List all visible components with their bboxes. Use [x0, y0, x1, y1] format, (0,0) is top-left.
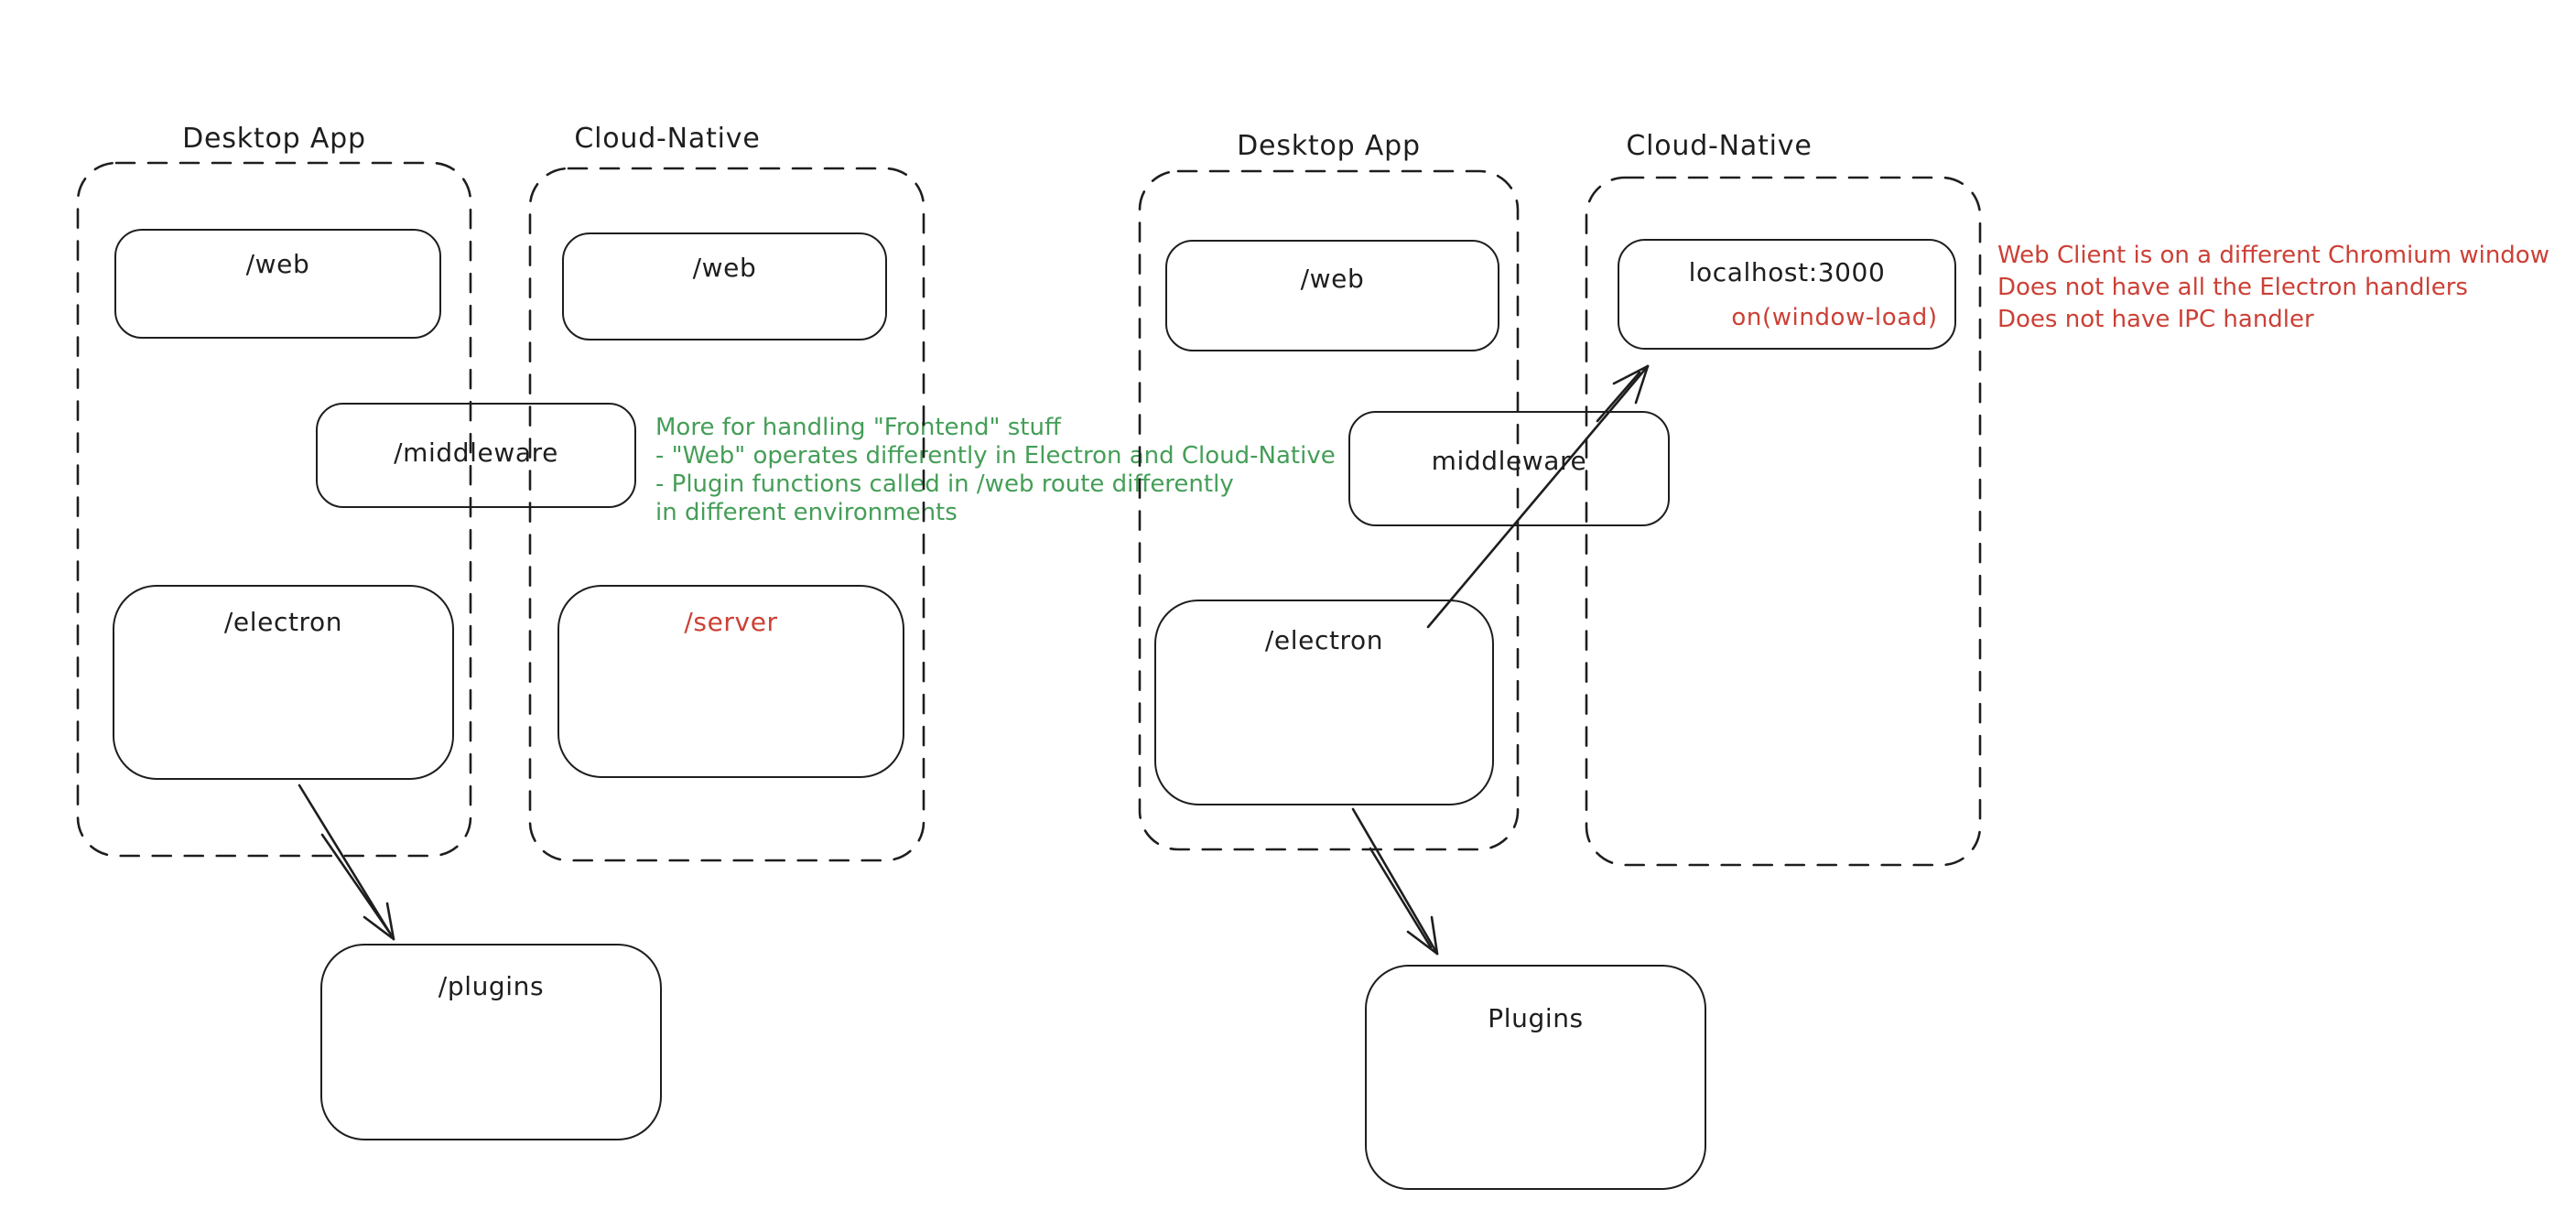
localhost-box-label: localhost:3000 [1688, 257, 1886, 287]
middleware-box-right: middleware [1348, 411, 1670, 526]
electron-box-label: /electron [223, 607, 343, 637]
container-title-cloud-right: Cloud-Native [1626, 130, 1813, 162]
electron-box-label: /electron [1264, 625, 1384, 655]
green-annotation-line: More for handling "Frontend" stuff [655, 414, 1061, 441]
electron-box-right: /electron [1154, 600, 1494, 805]
plugins-box-right: Plugins [1365, 965, 1706, 1190]
red-annotation-line: Does not have all the Electron handlers [1997, 274, 2468, 301]
red-annotation-line: Does not have IPC handler [1997, 306, 2314, 333]
green-annotation-line: - "Web" operates differently in Electron… [655, 442, 1336, 470]
red-annotation: Web Client is on a different Chromium wi… [1997, 240, 2549, 336]
web-box-label: /web [692, 253, 757, 283]
middleware-box-label: middleware [1431, 446, 1587, 476]
web-box-label: /web [245, 249, 310, 279]
red-annotation-line: Web Client is on a different Chromium wi… [1997, 242, 2549, 269]
container-title-cloud-left: Cloud-Native [574, 123, 761, 155]
web-box-label: /web [1300, 264, 1365, 294]
green-annotation-line: in different environments [655, 499, 958, 526]
plugins-box-left: /plugins [320, 944, 662, 1140]
middleware-box-label: /middleware [394, 438, 558, 468]
plugins-box-label: Plugins [1488, 1003, 1584, 1033]
web-box-desktop-right: /web [1165, 240, 1499, 351]
electron-to-plugins-arrow-right [1351, 807, 1439, 956]
container-title-desktop-right: Desktop App [1237, 130, 1421, 162]
container-title-desktop-left: Desktop App [182, 123, 366, 155]
plugins-box-label: /plugins [438, 971, 545, 1001]
on-window-load-label: on(window-load) [1731, 304, 1938, 331]
green-annotation-line: - Plugin functions called in /web route … [655, 470, 1234, 498]
electron-box-left: /electron [113, 585, 454, 780]
web-box-cloud-left: /web [562, 232, 887, 340]
middleware-box-left: /middleware [316, 403, 636, 508]
green-annotation: More for handling "Frontend" stuff - "We… [655, 414, 1336, 527]
localhost-box-right: localhost:3000 on(window-load) [1618, 239, 1956, 350]
web-box-desktop-left: /web [114, 229, 441, 339]
server-box-label: /server [684, 607, 778, 637]
electron-to-plugins-arrow-left [298, 784, 395, 941]
server-box-left: /server [557, 585, 904, 778]
